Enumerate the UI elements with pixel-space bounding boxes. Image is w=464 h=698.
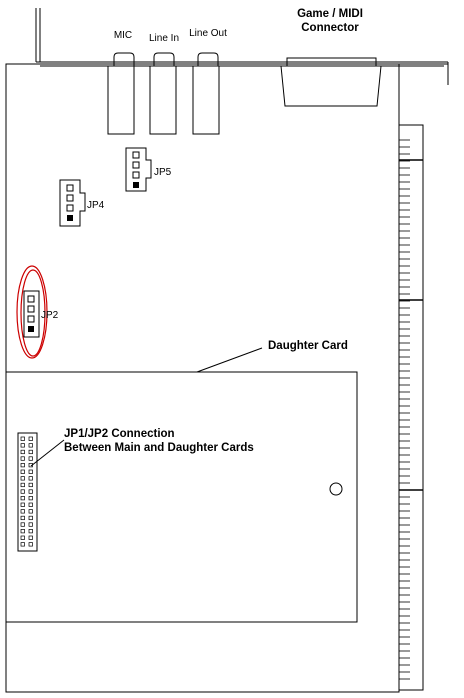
mounting-hole (329, 482, 343, 496)
mic-label: MIC (114, 30, 132, 41)
mounting-bracket (35, 8, 449, 85)
edge-connector (398, 124, 424, 691)
connection-label-line1: JP1/JP2 Connection (64, 428, 175, 440)
game-midi-label-line1: Game / MIDI (297, 8, 363, 20)
jp4-label: JP4 (87, 200, 105, 211)
line-out-label: Line Out (189, 28, 227, 39)
mic-jack (107, 52, 135, 135)
game-midi-connector (280, 57, 382, 107)
daughter-card-label: Daughter Card (268, 340, 348, 352)
connection-label-line2: Between Main and Daughter Cards (64, 442, 254, 454)
line-in-jack (149, 52, 177, 135)
connection-leader (30, 439, 65, 467)
daughter-card-outline (5, 371, 358, 623)
daughter-card-leader (196, 347, 263, 373)
pin-header (17, 432, 38, 552)
jp5-label: JP5 (154, 167, 172, 178)
line-in-label: Line In (149, 33, 179, 44)
jp2-highlight (16, 265, 48, 359)
jp5-jumper (125, 147, 152, 192)
line-out-jack (192, 52, 220, 135)
jp4-jumper (59, 179, 86, 227)
jp2-jumper (23, 290, 40, 338)
game-midi-label-line2: Connector (301, 22, 359, 34)
jp2-label: JP2 (41, 310, 59, 321)
